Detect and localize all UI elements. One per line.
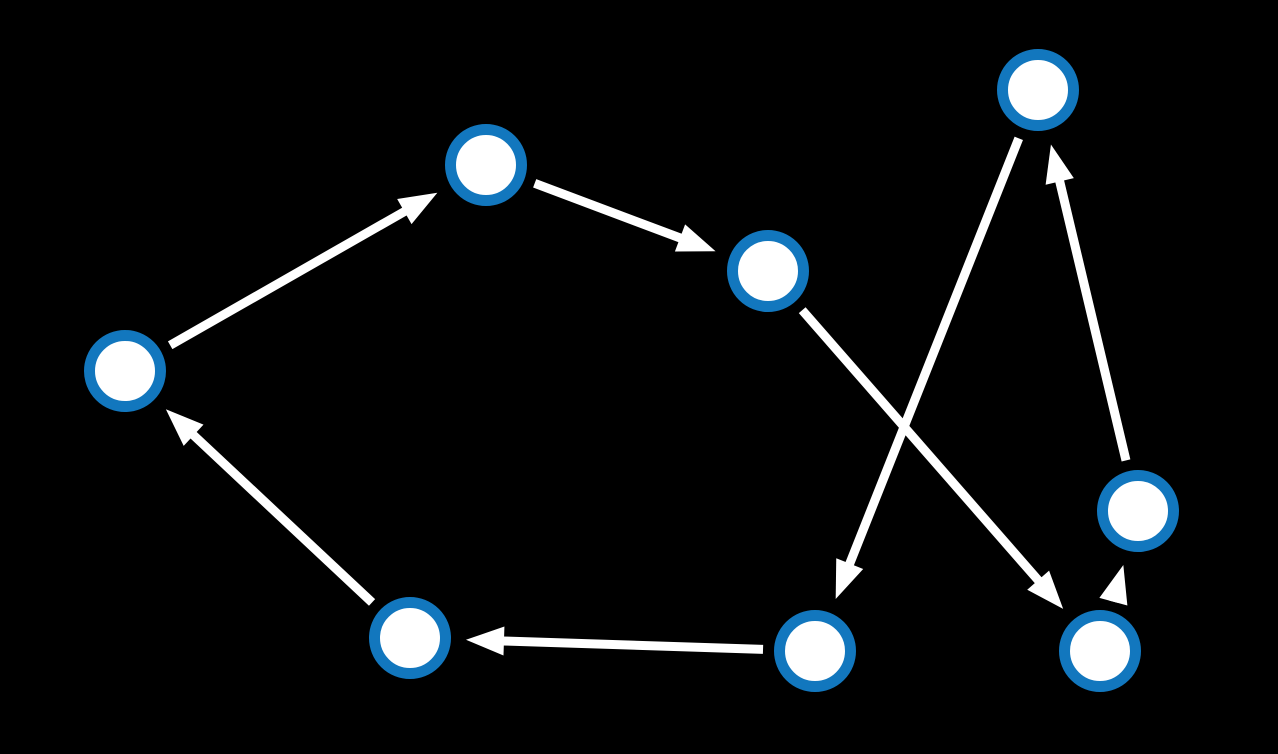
- graph-node-d: [997, 49, 1079, 131]
- graph-node-h: [1059, 610, 1141, 692]
- graph-edge-c-h: [798, 307, 1064, 609]
- graph-edge-h-e: [1099, 565, 1128, 606]
- graph-edge-g-f: [465, 626, 764, 656]
- edge-shaft: [844, 136, 1023, 568]
- arrowhead-icon: [1027, 570, 1064, 609]
- edge-shaft: [533, 179, 684, 243]
- graph-node-a: [84, 330, 166, 412]
- arrowhead-icon: [1099, 565, 1128, 606]
- arrowhead-icon: [165, 409, 204, 446]
- graph-node-f: [369, 597, 451, 679]
- graph-edge-f-a: [165, 409, 376, 606]
- edge-shaft: [501, 636, 764, 654]
- arrowhead-icon: [674, 224, 716, 252]
- graph-node-g: [774, 610, 856, 692]
- graph-node-c: [727, 230, 809, 312]
- arrowhead-icon: [465, 626, 505, 656]
- graph-edge-b-c: [533, 179, 716, 252]
- graph-node-e: [1097, 470, 1179, 552]
- graph-edge-e-d: [1045, 144, 1131, 462]
- edge-shaft: [798, 307, 1043, 585]
- edge-shaft: [167, 206, 409, 350]
- edge-shaft: [189, 430, 376, 606]
- arrowhead-icon: [835, 558, 864, 599]
- graph-edge-a-b: [167, 192, 438, 350]
- arrowhead-icon: [1045, 144, 1074, 185]
- graph-edge-d-g: [835, 136, 1023, 599]
- graph-node-b: [445, 124, 527, 206]
- edge-shaft: [1054, 178, 1131, 462]
- arrowhead-icon: [397, 192, 438, 225]
